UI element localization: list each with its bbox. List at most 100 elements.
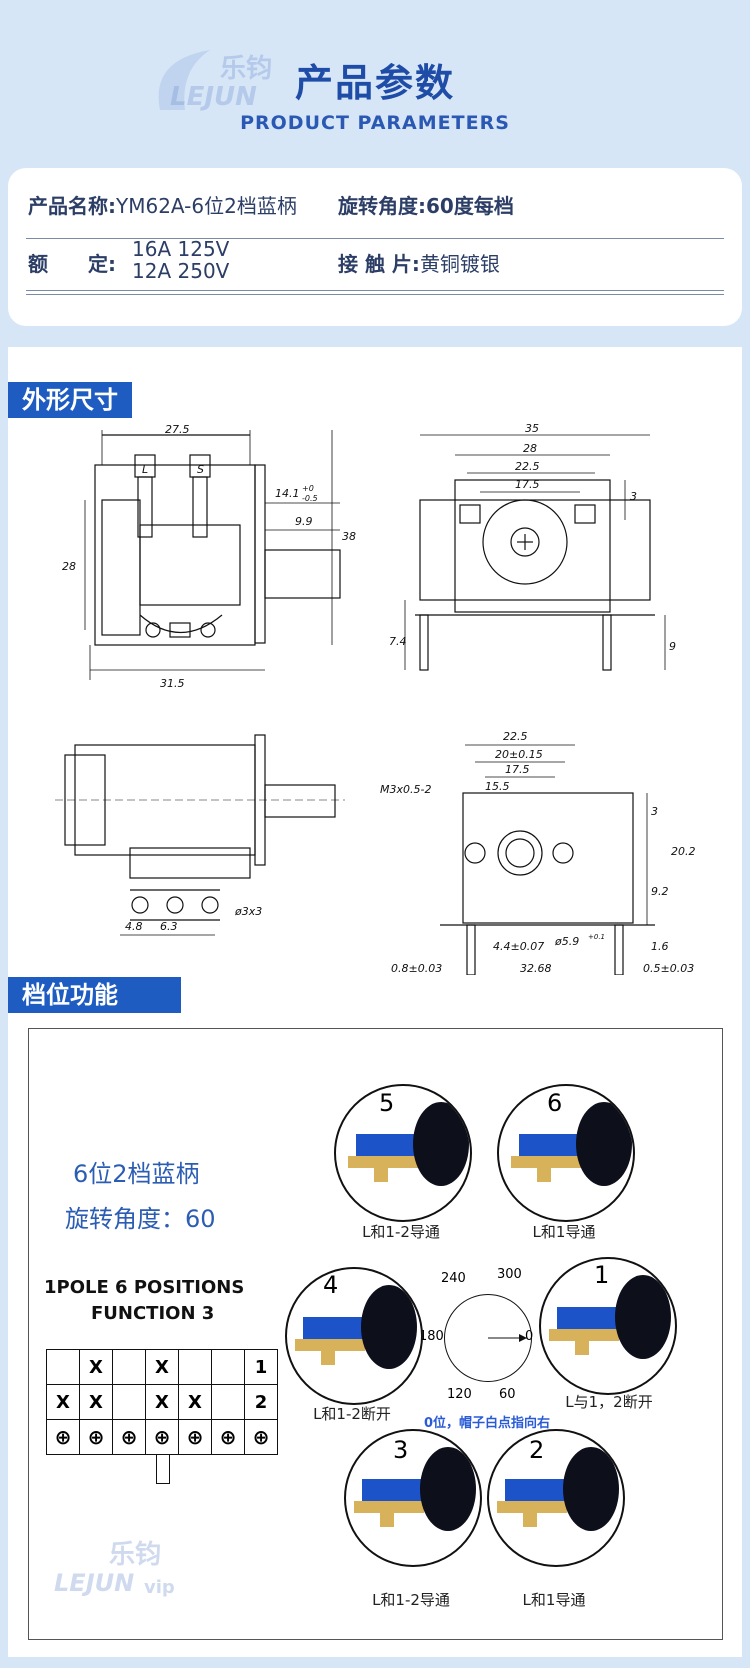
- terminal-symbol-icon: ⊕: [244, 1419, 278, 1455]
- dim-28: 28: [62, 560, 76, 573]
- switch-photo-icon: [348, 1102, 469, 1186]
- watermark-bottom-vip: vip: [144, 1577, 175, 1598]
- dim-9-9: 9.9: [295, 515, 313, 528]
- grid-cell: X: [79, 1384, 113, 1420]
- position-3-number: 3: [393, 1436, 409, 1464]
- dim-0-8: 0.8±0.03: [391, 962, 442, 975]
- watermark-en: LEJUN: [170, 82, 257, 112]
- grid-cell: [46, 1349, 80, 1385]
- position-1-number: 1: [594, 1261, 610, 1289]
- dim-20-tol: 20±0.15: [495, 748, 543, 761]
- grid-cell: [178, 1349, 212, 1385]
- section-tag-dimensions: 外形尺寸: [8, 382, 132, 418]
- grid-cell: X: [178, 1384, 212, 1420]
- dial-angle-180: 180: [419, 1329, 444, 1344]
- grid-cell: X: [46, 1384, 80, 1420]
- drawing-bracket-view: 22.5 20±0.15 17.5 15.5 M3x0.5-2 3 20.2 9…: [380, 730, 696, 975]
- position-2-photo: [487, 1429, 625, 1567]
- dim-14-1-tol-top: +0: [302, 484, 314, 493]
- dim-31-5: 31.5: [160, 677, 185, 690]
- dim-15-5: 15.5: [485, 780, 510, 793]
- param-contact-value: 黄铜镀银: [419, 252, 500, 276]
- grid-cell: X: [145, 1349, 179, 1385]
- page-subtitle: PRODUCT PARAMETERS: [240, 112, 510, 134]
- dial-angle-0: 0: [525, 1329, 534, 1344]
- pole-title-2: FUNCTION 3: [91, 1303, 215, 1324]
- position-1-caption: L与1，2断开: [565, 1393, 653, 1411]
- grid-cell: [211, 1384, 245, 1420]
- terminal-symbol-icon: ⊕: [112, 1419, 146, 1455]
- grid-cell: [112, 1384, 146, 1420]
- terminal-label-l: L: [142, 463, 148, 476]
- dim-20-2: 20.2: [671, 845, 696, 858]
- function-line-2: 旋转角度：60: [65, 1205, 216, 1233]
- dim-1-6: 1.6: [651, 940, 669, 953]
- divider-2: [26, 290, 724, 291]
- grid-cell: X: [145, 1384, 179, 1420]
- switch-photo-icon: [497, 1447, 619, 1531]
- switch-photo-icon: [354, 1447, 476, 1531]
- dim-38: 38: [342, 530, 356, 543]
- grid-cell: [112, 1349, 146, 1385]
- function-table: X X 1 X X X X 2 ⊕ ⊕ ⊕ ⊕ ⊕: [46, 1349, 278, 1484]
- terminal-symbol-icon: ⊕: [145, 1419, 179, 1455]
- dial-arrow-icon: [488, 1334, 527, 1342]
- drawing-top-view: 4.8 6.3 ø3x3: [55, 734, 345, 936]
- switch-photo-icon: [295, 1285, 417, 1369]
- dial-circle: [444, 1294, 532, 1382]
- dial-angle-120: 120: [447, 1387, 472, 1402]
- switch-photo-icon: [511, 1102, 632, 1186]
- dial-angle-60: 60: [499, 1387, 516, 1402]
- param-angle-value: 60度每档: [426, 194, 514, 218]
- position-2-caption: L和1导通: [522, 1591, 586, 1609]
- param-rated: 额 定:: [28, 248, 116, 277]
- dim-9: 9: [669, 640, 676, 653]
- position-5-photo: [334, 1084, 472, 1222]
- shaft-icon: [156, 1455, 170, 1484]
- dim-9-2: 9.2: [651, 885, 669, 898]
- param-contact: 接 触 片:黄铜镀银: [338, 248, 500, 277]
- param-rated-label: 额 定:: [28, 252, 116, 276]
- dim-22-5: 22.5: [515, 460, 540, 473]
- dim-35: 35: [525, 422, 539, 435]
- dim-3-b: 3: [651, 805, 658, 818]
- function-line-1: 6位2档蓝柄: [73, 1160, 200, 1188]
- terminal-label-s: S: [197, 463, 204, 476]
- watermark-bottom-en: LEJUN: [54, 1569, 135, 1597]
- dial-angle-300: 300: [497, 1267, 522, 1282]
- dim-28-front: 28: [523, 442, 537, 455]
- dim-5-9: ø5.9: [554, 935, 579, 948]
- position-4-photo: [285, 1267, 423, 1405]
- dim-14-1: 14.1: [275, 487, 300, 500]
- param-rated-value-1: 16A 125V: [132, 237, 230, 261]
- dim-4-4: 4.4±0.07: [493, 940, 544, 953]
- dim-32-68: 32.68: [520, 962, 552, 975]
- section-tag-function: 档位功能: [8, 977, 181, 1013]
- watermark-bottom: 乐钧 LEJUN vip: [34, 1529, 194, 1619]
- position-5-number: 5: [379, 1089, 395, 1117]
- param-name-label: 产品名称:: [28, 194, 116, 218]
- position-2-number: 2: [529, 1436, 545, 1464]
- parameter-card: 产品名称:YM62A-6位2档蓝柄 旋转角度:60度每档 额 定: 16A 12…: [8, 168, 742, 326]
- param-rated-values: 16A 125V 12A 250V: [132, 238, 229, 282]
- position-3-caption: L和1-2导通: [372, 1591, 450, 1609]
- grid-cell: [211, 1349, 245, 1385]
- terminal-symbol-icon: ⊕: [178, 1419, 212, 1455]
- watermark-logo: 乐钧 LEJUN: [140, 40, 310, 130]
- terminal-symbol-icon: ⊕: [79, 1419, 113, 1455]
- dim-4-8: 4.8: [125, 920, 143, 933]
- param-rated-value-2: 12A 250V: [132, 259, 230, 283]
- dim-22-5-b: 22.5: [503, 730, 528, 743]
- dim-17-5: 17.5: [515, 478, 540, 491]
- position-6-photo: [497, 1084, 635, 1222]
- pole-title-1: 1POLE 6 POSITIONS: [44, 1277, 245, 1298]
- function-box: 6位2档蓝柄 旋转角度：60 1POLE 6 POSITIONS FUNCTIO…: [28, 1028, 723, 1640]
- row-label-2: 2: [244, 1384, 278, 1420]
- position-4-number: 4: [323, 1271, 339, 1299]
- watermark-swoosh: [158, 50, 210, 110]
- dim-3: 3: [630, 490, 637, 503]
- param-name-value: YM62A-6位2档蓝柄: [116, 194, 297, 218]
- param-angle: 旋转角度:60度每档: [338, 190, 514, 219]
- function-row-terminals: ⊕ ⊕ ⊕ ⊕ ⊕ ⊕ ⊕: [46, 1419, 278, 1455]
- drawing-front-view: 35 28 22.5 17.5 3 7.4 9: [389, 422, 676, 671]
